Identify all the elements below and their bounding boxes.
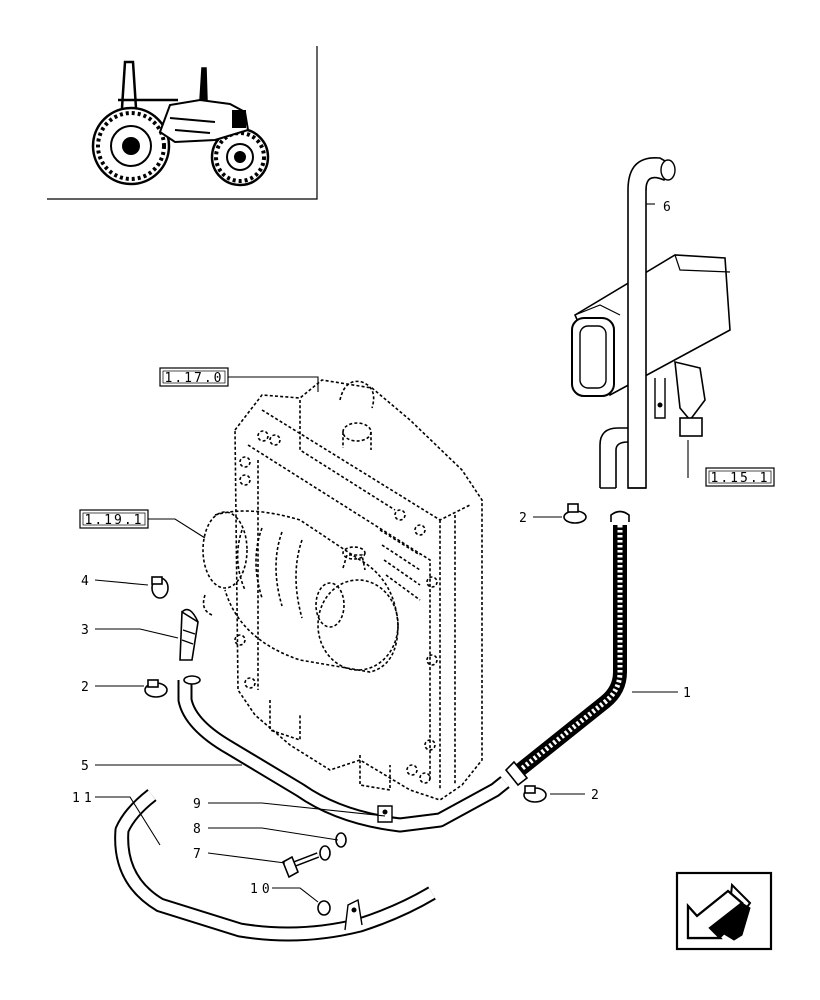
callout-6: 6	[663, 200, 671, 215]
tractor-thumbnail-icon	[47, 46, 318, 200]
callout-5: 5	[81, 759, 89, 774]
callout-2-top: 2	[519, 511, 527, 526]
air-cleaner-outline	[202, 510, 399, 673]
pipe-part-11	[114, 789, 436, 942]
callout-7: 7	[193, 847, 201, 862]
pipe-part-5	[177, 675, 510, 833]
reference-box-1-19-1[interactable]: 1.19.1	[79, 509, 149, 529]
callout-2-left: 2	[81, 680, 89, 695]
exhaust-muffler-assembly	[571, 157, 731, 489]
reference-label-1-17-0: 1.17.0	[165, 371, 224, 386]
hose-clamps	[144, 503, 587, 803]
reference-box-1-17-0[interactable]: 1.17.0	[159, 367, 229, 387]
corrugated-hose	[504, 510, 630, 787]
elbow-hose-part-3	[179, 608, 199, 661]
callout-11: 11	[72, 791, 96, 806]
reference-label-1-15-1: 1.15.1	[711, 471, 770, 486]
callout-2-right: 2	[591, 788, 599, 803]
bolt-and-washers	[281, 832, 347, 916]
callout-4: 4	[81, 574, 89, 589]
callout-8: 8	[193, 822, 201, 837]
callout-10: 10	[250, 882, 274, 897]
reference-box-1-15-1[interactable]: 1.15.1	[705, 467, 775, 487]
navigation-arrow-icon[interactable]	[675, 871, 773, 951]
callout-1: 1	[683, 686, 691, 701]
callout-3: 3	[81, 623, 89, 638]
radiator-outline	[234, 379, 483, 801]
reference-label-1-19-1: 1.19.1	[85, 513, 144, 528]
leader-lines	[94, 203, 689, 903]
callout-9: 9	[193, 797, 201, 812]
